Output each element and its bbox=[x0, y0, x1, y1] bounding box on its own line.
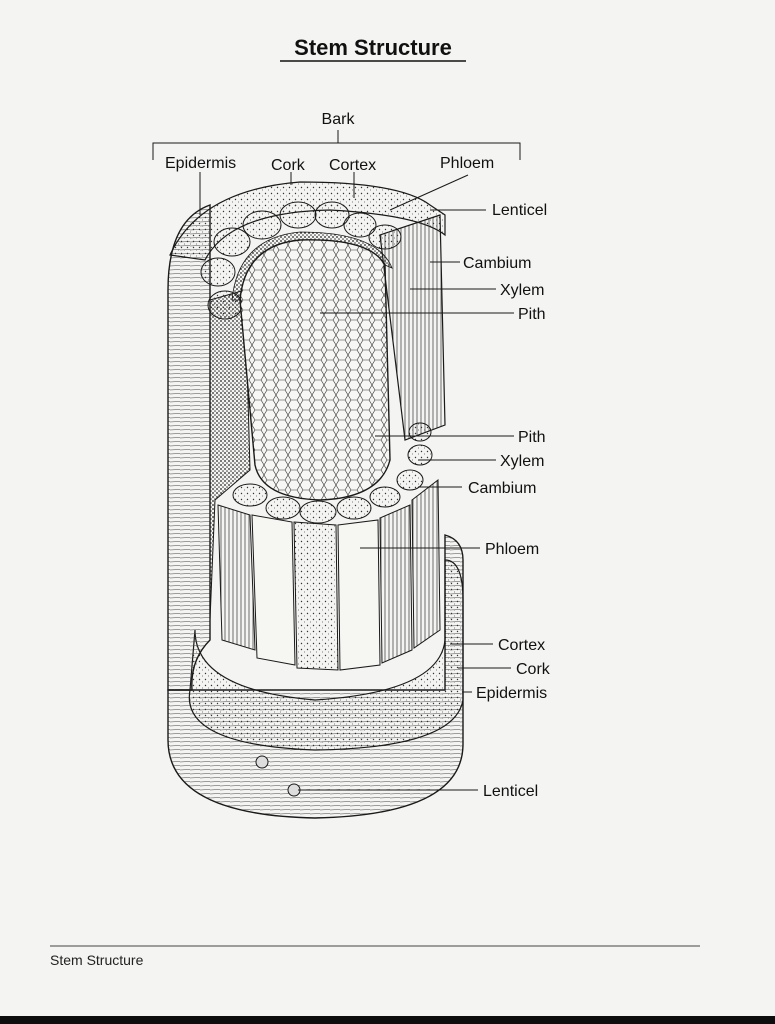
label-bark: Bark bbox=[322, 111, 356, 128]
label-cambium-upper: Cambium bbox=[463, 255, 531, 272]
label-pith-lower: Pith bbox=[518, 429, 546, 446]
label-epidermis-lower: Epidermis bbox=[476, 685, 547, 702]
vascular-bundles-top bbox=[200, 201, 402, 320]
xylem-ring bbox=[231, 231, 393, 301]
cortex-band bbox=[188, 559, 464, 751]
phloem-columns bbox=[217, 478, 441, 671]
stem-illustration bbox=[167, 181, 464, 819]
page-title: Stem Structure bbox=[294, 35, 452, 60]
label-epidermis-top: Epidermis bbox=[165, 155, 236, 172]
label-cork-lower: Cork bbox=[516, 661, 551, 678]
label-phloem-top: Phloem bbox=[440, 155, 494, 172]
label-cortex-top: Cortex bbox=[329, 157, 376, 174]
label-cortex-lower: Cortex bbox=[498, 637, 545, 654]
outer-cylinder-bottom bbox=[167, 534, 464, 819]
label-phloem-lower: Phloem bbox=[485, 541, 539, 558]
lenticel-spot-1 bbox=[255, 755, 269, 769]
bottom-edge-bar bbox=[0, 1016, 775, 1024]
label-xylem-lower: Xylem bbox=[500, 453, 544, 470]
label-xylem-upper: Xylem bbox=[500, 282, 544, 299]
vascular-bundles-bottom bbox=[232, 422, 433, 524]
label-lenticel-lower: Lenticel bbox=[483, 783, 538, 800]
label-pith-upper: Pith bbox=[518, 306, 546, 323]
label-cambium-lower: Cambium bbox=[468, 480, 536, 497]
label-cork-top: Cork bbox=[271, 157, 306, 174]
label-lenticel-top: Lenticel bbox=[492, 202, 547, 219]
pith-column bbox=[239, 239, 391, 501]
leader-lines bbox=[199, 172, 514, 791]
bark-bracket bbox=[152, 130, 521, 160]
labels: Bark Epidermis Cork Cortex Phloem Lentic… bbox=[165, 111, 551, 800]
footer-text: Stem Structure bbox=[50, 952, 144, 968]
right-cut-face bbox=[379, 214, 446, 441]
